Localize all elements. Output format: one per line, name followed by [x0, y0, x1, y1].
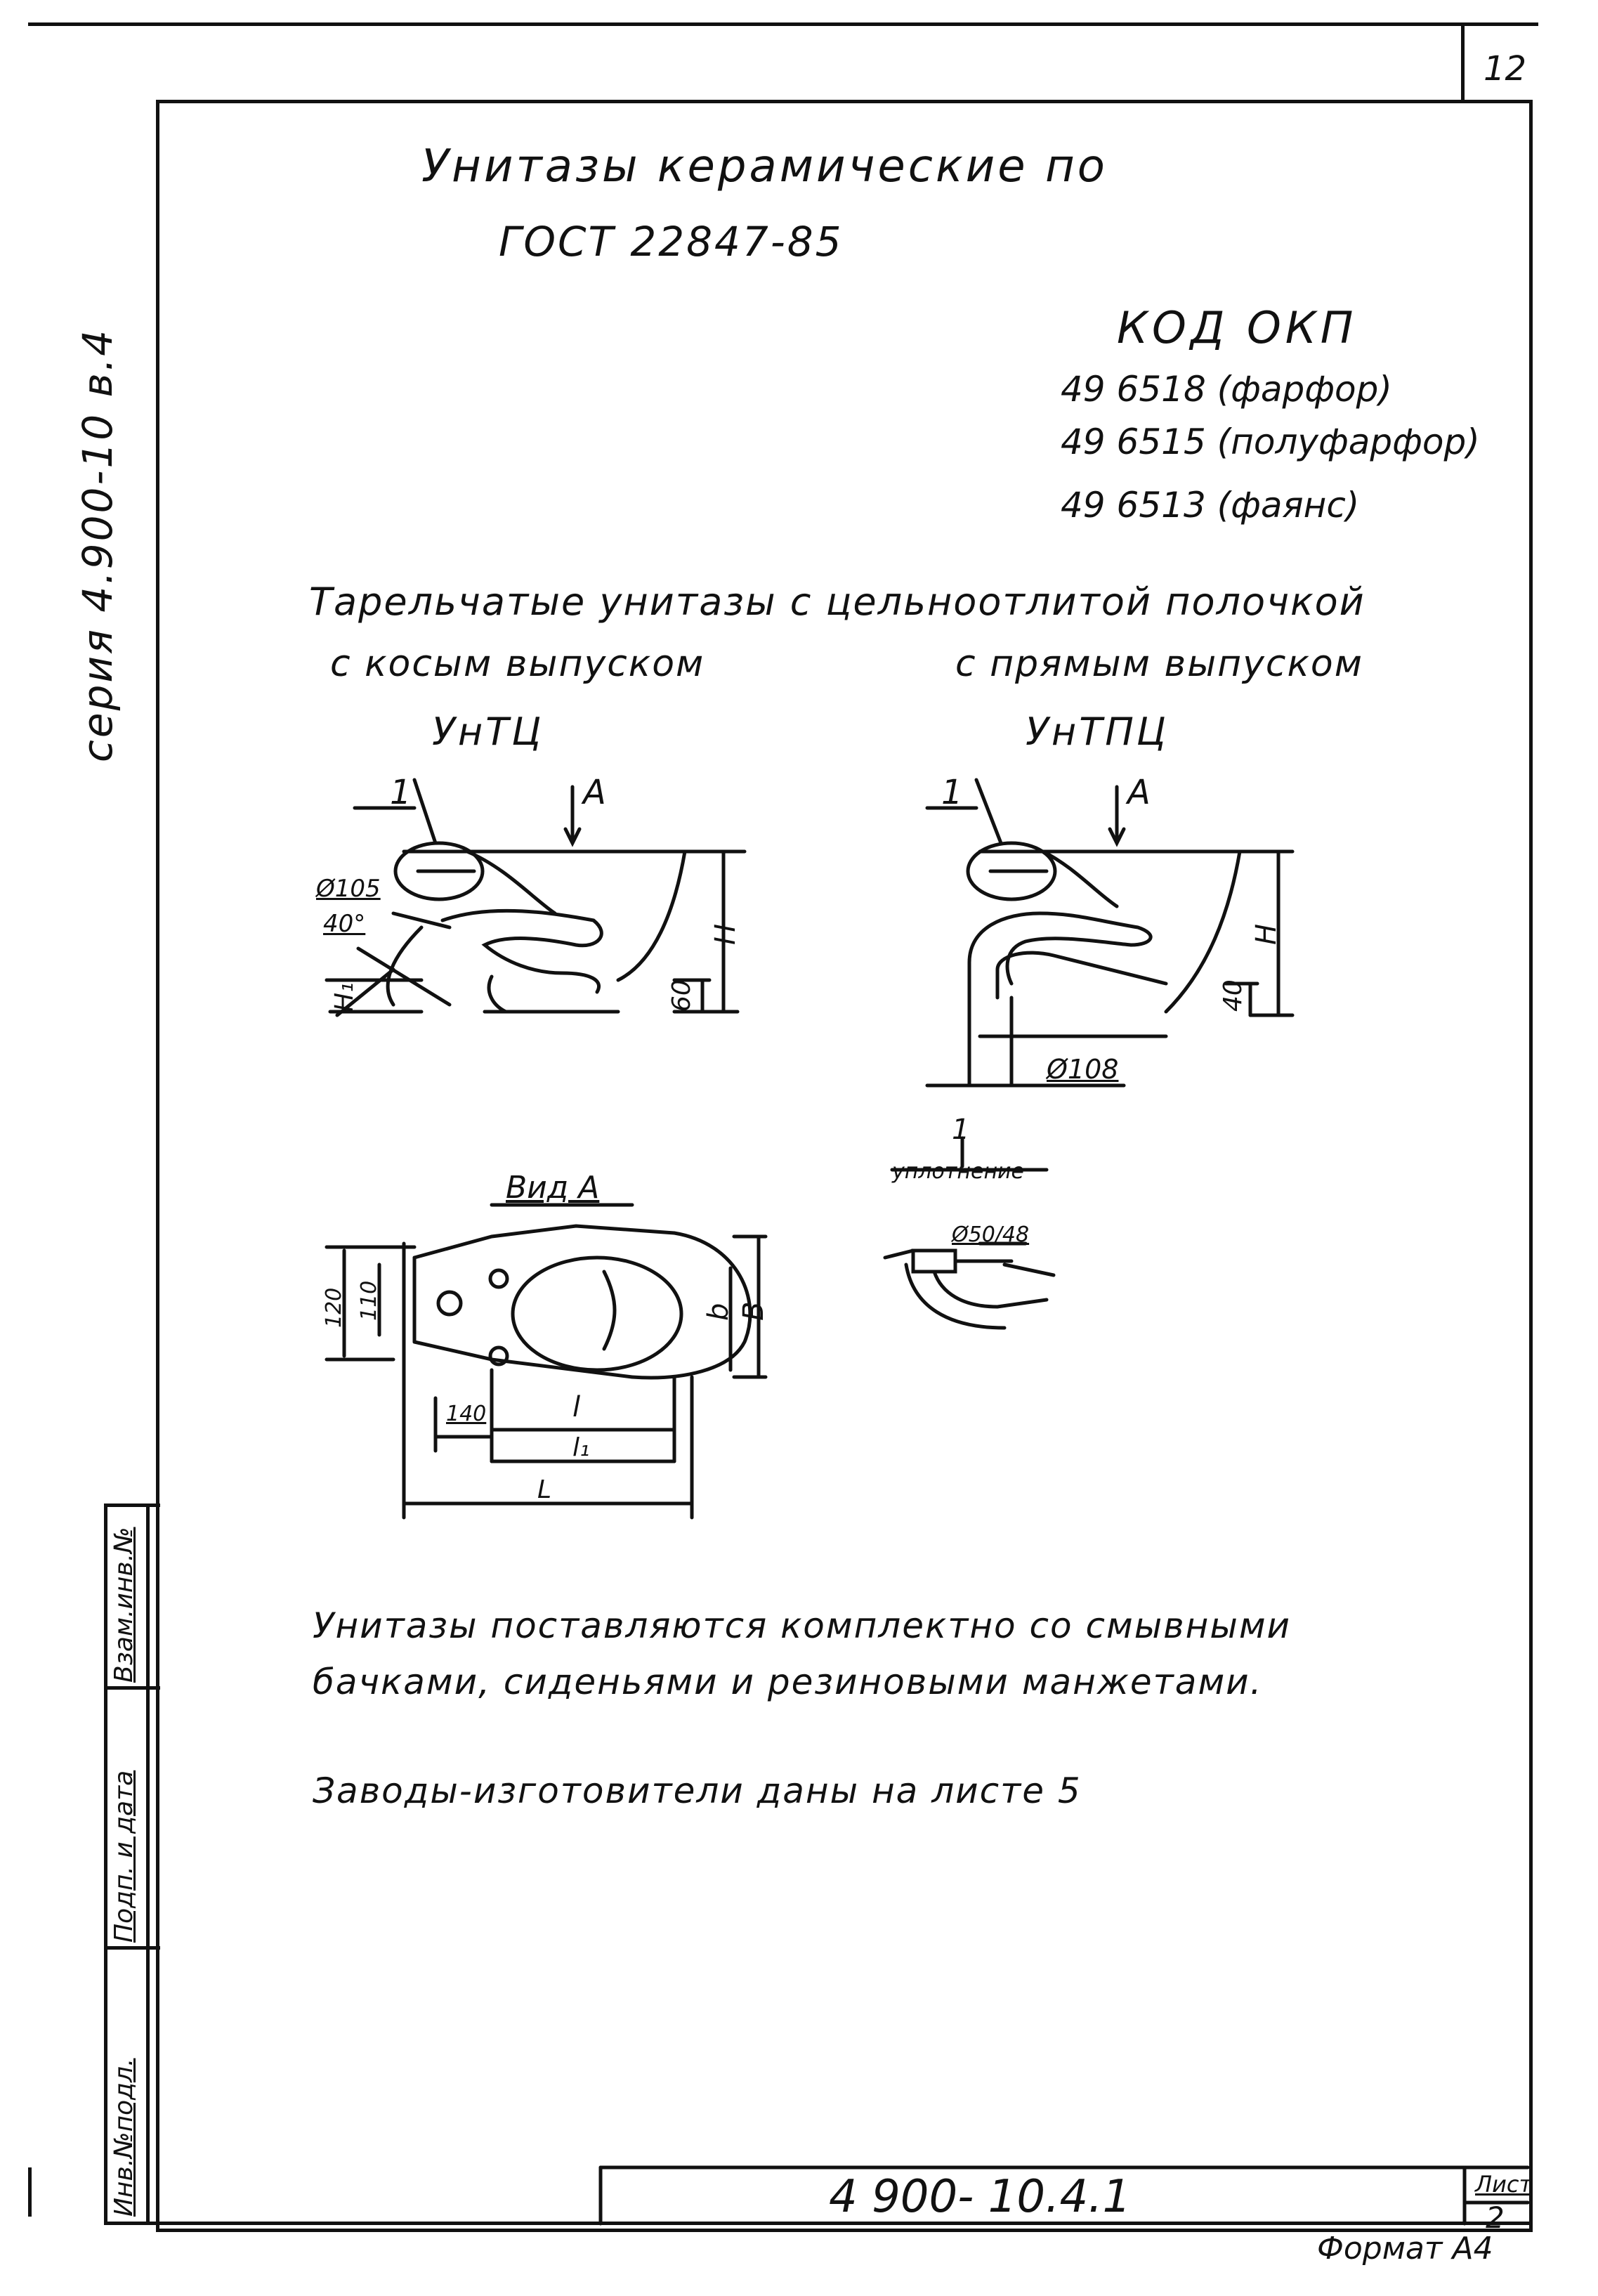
view-a-plan	[325, 1203, 768, 1520]
okp-heading: КОД ОКП	[1117, 302, 1358, 353]
note-line-2: бачками, сиденьями и резиновыми манжетам…	[313, 1662, 1263, 1702]
right-40-label: 40	[1219, 979, 1247, 1012]
okp-code-1: 49 6518 (фарфор)	[1061, 369, 1392, 410]
view-a-b-label: b	[702, 1303, 735, 1321]
left-h1-label: H₁	[330, 982, 359, 1012]
left-variant-code: УнТЦ	[432, 710, 544, 754]
stamp-sheet-number: 2	[1486, 2200, 1505, 2235]
left-toilet-side-view	[325, 778, 747, 1017]
section-heading: Тарельчатые унитазы с цельноотлитой поло…	[309, 580, 1365, 624]
left-h-label: H	[709, 923, 742, 945]
page-number: 12	[1484, 49, 1527, 89]
right-callout-1: 1	[941, 773, 963, 812]
dia-50-label: Ø50/48	[952, 1222, 1030, 1247]
outer-left-border	[28, 2167, 32, 2217]
stamp-box	[598, 2165, 1530, 2226]
right-variant-code: УнТПЦ	[1026, 710, 1169, 754]
okp-code-2: 49 6515 (полуфарфор)	[1061, 422, 1480, 462]
top-border	[28, 22, 1538, 26]
bottom-frame-line	[104, 2222, 1530, 2225]
left-callout-1: 1	[390, 773, 412, 812]
seal-label: уплотнение	[892, 1159, 1025, 1184]
seal-callout-1: 1	[952, 1114, 970, 1146]
right-view-arrow-label: A	[1127, 773, 1151, 812]
view-a-L-label: L	[537, 1475, 552, 1504]
inner-frame	[156, 100, 1533, 2232]
view-a-l-label: l	[572, 1391, 581, 1423]
note-line-1: Унитазы поставляются комплектно со смывн…	[313, 1605, 1292, 1646]
left-margin-stamp: Инв.№подл. Подп. и дата Взам.инв.№	[104, 1504, 195, 2224]
view-a-120-label: 120	[322, 1287, 346, 1328]
seal-detail	[883, 1136, 1056, 1330]
right-toilet-side-view	[925, 778, 1295, 1088]
format-label: Формат А4	[1317, 2231, 1493, 2266]
okp-code-3: 49 6513 (фаянс)	[1061, 485, 1360, 526]
stamp-sheet-label: Лист	[1475, 2171, 1533, 2198]
left-variant-outlet: с косым выпуском	[330, 643, 705, 685]
view-a-title: Вид А	[506, 1170, 600, 1206]
view-a-l1-label: l₁	[572, 1433, 590, 1462]
page-number-divider	[1461, 22, 1465, 100]
view-a-B-label: B	[738, 1301, 770, 1321]
left-view-arrow-label: A	[583, 773, 606, 812]
note-line-3: Заводы-изготовители даны на листе 5	[313, 1770, 1082, 1811]
view-a-140-label: 140	[446, 1402, 487, 1426]
stamp-document-code: 4 900- 10.4.1	[829, 2171, 1132, 2223]
dia-108-label: Ø108	[1047, 1054, 1119, 1085]
left-60-label: 60	[667, 979, 696, 1012]
title-line-1: Унитазы керамические по	[421, 141, 1108, 193]
right-variant-outlet: с прямым выпуском	[955, 643, 1363, 685]
dia-105-label: Ø105	[316, 875, 381, 903]
view-a-110-label: 110	[357, 1280, 381, 1321]
angle-40-label: 40°	[323, 910, 366, 938]
right-h-label: H	[1250, 923, 1283, 945]
title-line-2: ГОСТ 22847-85	[499, 218, 844, 266]
